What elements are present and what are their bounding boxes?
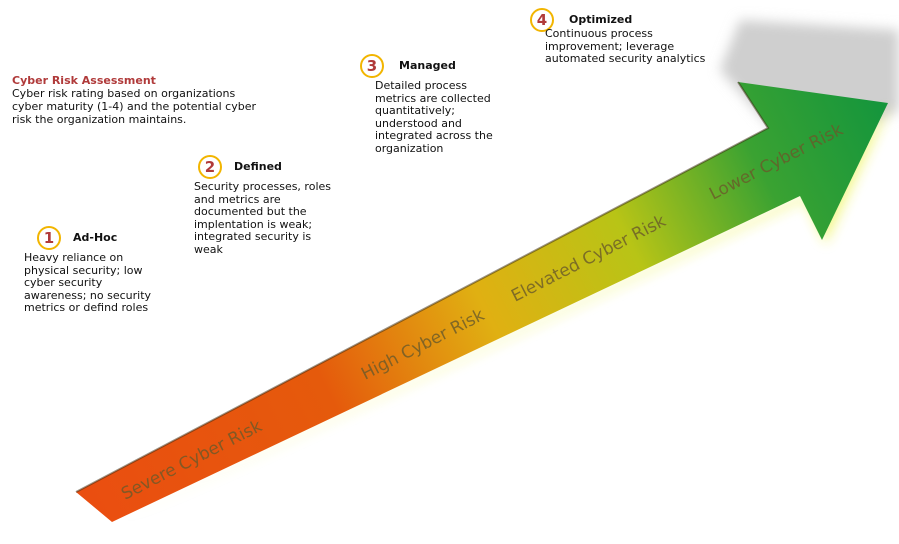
stage-description: Detailed process metrics are collected q… [375,79,493,155]
stage-1: 1 Ad-Hoc Heavy reliance on physical secur… [24,226,154,315]
stage-number-badge: 1 [37,226,61,250]
intro-title: Cyber Risk Assessment [12,74,156,87]
stage-4: 4 Optimized Continuous process improvemen… [530,8,710,66]
stage-title: Defined [234,159,282,173]
stage-2: 2 Defined Security processes, roles and m… [194,155,334,256]
stage-number-badge: 3 [360,54,384,78]
stage-description: Heavy reliance on physical security; low… [24,251,152,314]
arrow-shape [76,82,888,522]
stage-description: Continuous process improvement; leverage… [545,27,706,65]
stage-number-badge: 4 [530,8,554,32]
stage-description: Security processes, roles and metrics ar… [194,180,331,256]
stage-title: Managed [399,58,456,72]
intro-block: Cyber Risk Assessment Cyber risk rating … [12,74,262,126]
intro-text: Cyber risk rating based on organizations… [12,87,257,126]
stage-title: Ad-Hoc [73,230,118,244]
stage-title: Optimized [569,12,633,26]
arrow-edge [75,81,770,493]
stage-3: 3 Managed Detailed process metrics are co… [360,54,495,155]
stage-number-badge: 2 [198,155,222,179]
